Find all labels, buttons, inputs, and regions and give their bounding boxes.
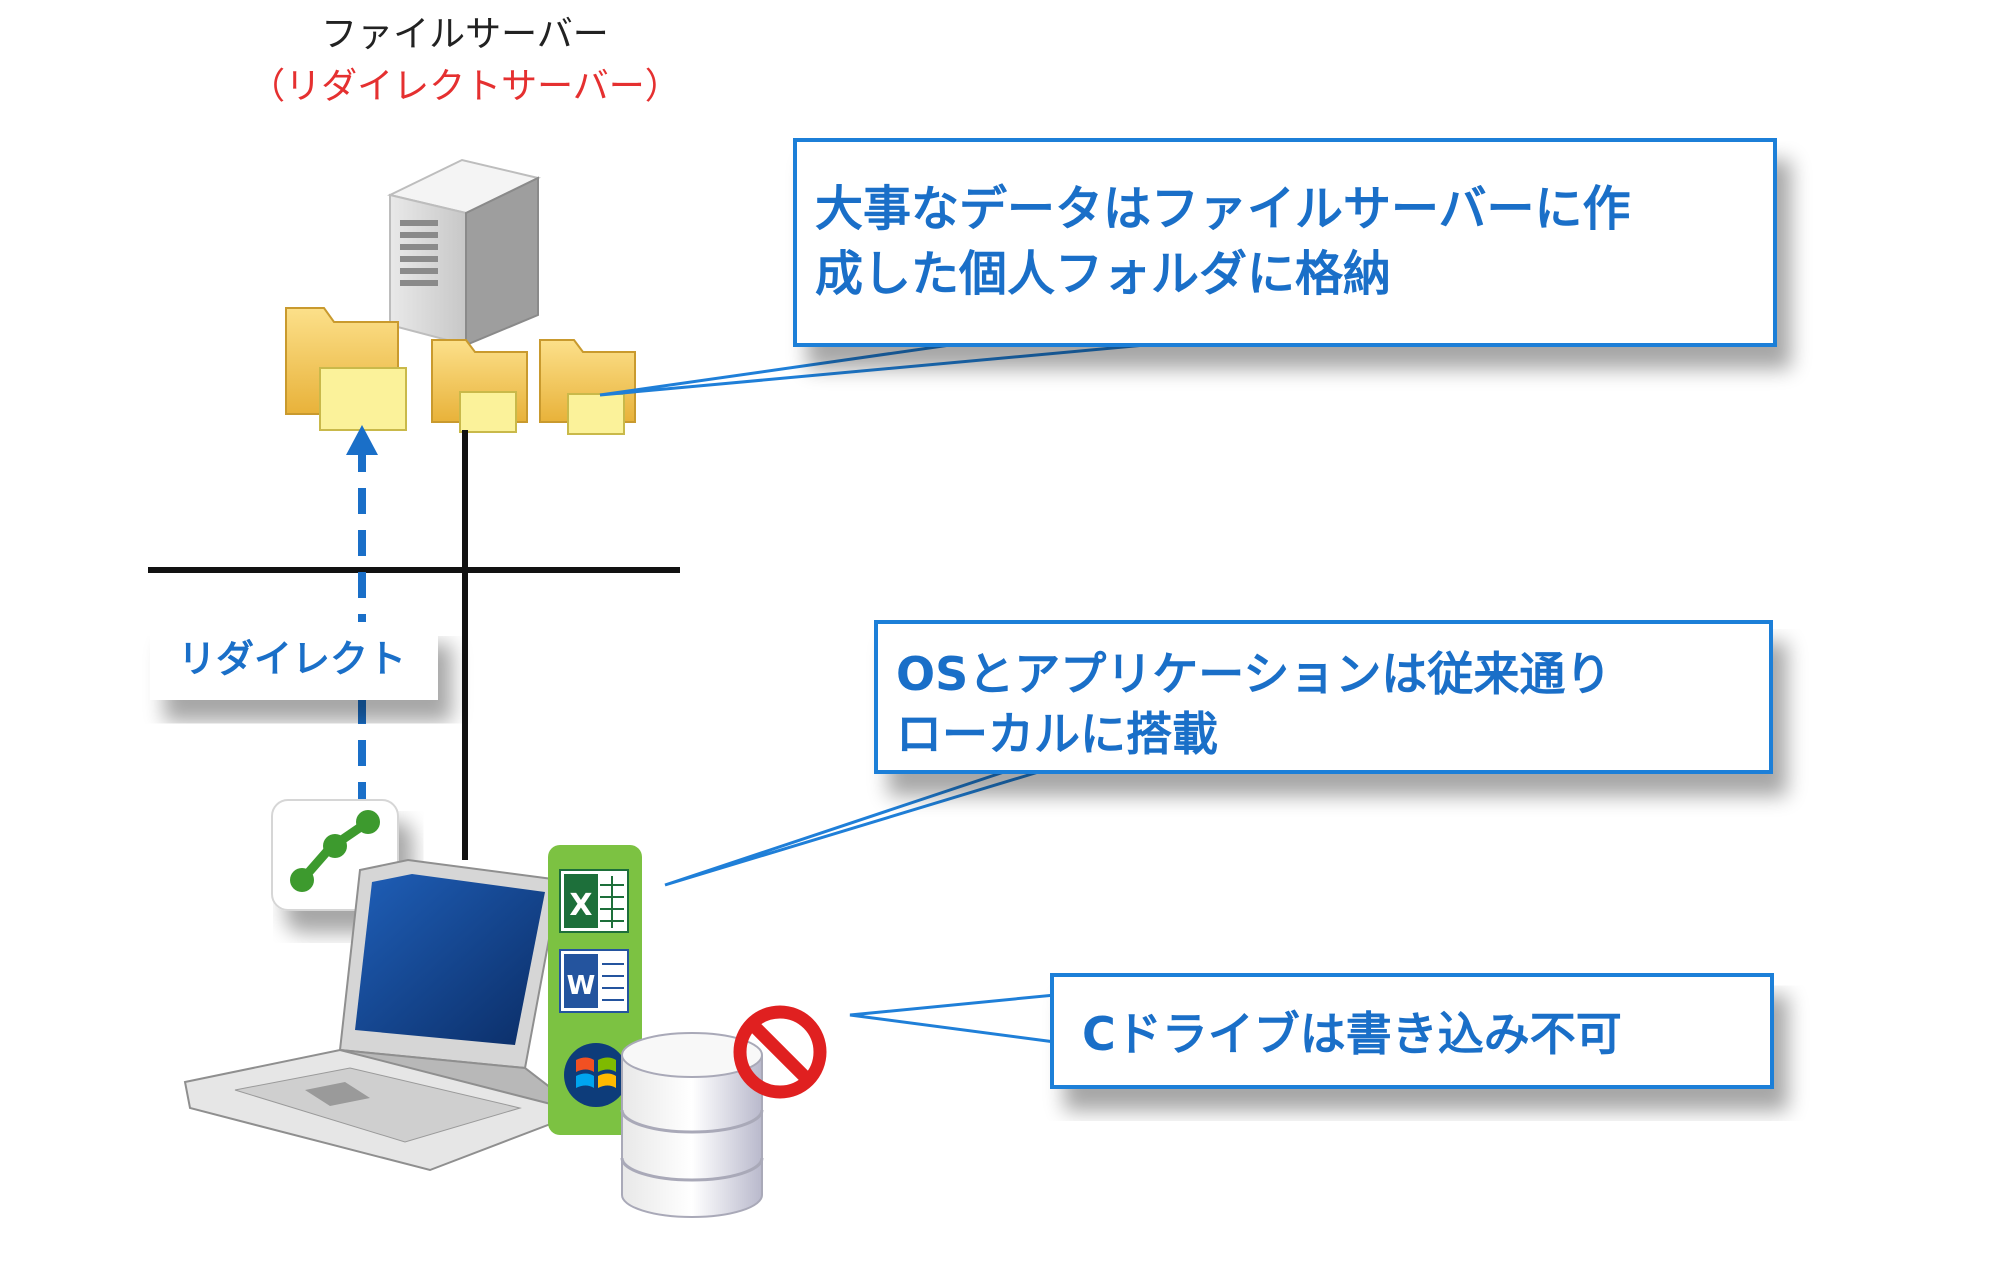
server-icon [387, 158, 541, 347]
folder-icon-3 [539, 339, 636, 435]
word-letter: W [567, 971, 596, 1001]
callout-data-box [793, 138, 1777, 347]
callout-data-line1: 大事なデータはファイルサーバーに作 [815, 181, 1631, 237]
excel-letter: X [569, 888, 592, 923]
windows-logo-icon [564, 1043, 628, 1107]
redirect-label: リダイレクト [178, 637, 406, 681]
redirect-label-box [150, 622, 438, 700]
server-subtitle: （リダイレクトサーバー） [249, 66, 681, 107]
redirect-arrow [346, 425, 378, 808]
laptop-icon [183, 858, 586, 1172]
callout-os-line2: ローカルに搭載 [896, 707, 1218, 761]
excel-icon [559, 869, 629, 933]
callout-os-box [874, 620, 1773, 774]
callout-data-line2: 成した個人フォルダに格納 [815, 246, 1391, 302]
folder-icon-2 [431, 339, 528, 433]
callout-drive-line1: Cドライブは書き込み不可 [1082, 1007, 1622, 1061]
folder-icon-1 [285, 307, 407, 431]
callout-os-line1: OSとアプリケーションは従来通り [896, 647, 1611, 701]
database-icon [620, 1032, 764, 1218]
callout-pointers [599, 338, 1201, 1044]
no-write-icon [733, 1005, 827, 1099]
callout-drive-box [1050, 973, 1774, 1089]
word-icon [559, 949, 629, 1013]
network-lines [148, 430, 680, 860]
server-title: ファイルサーバー [321, 14, 609, 55]
